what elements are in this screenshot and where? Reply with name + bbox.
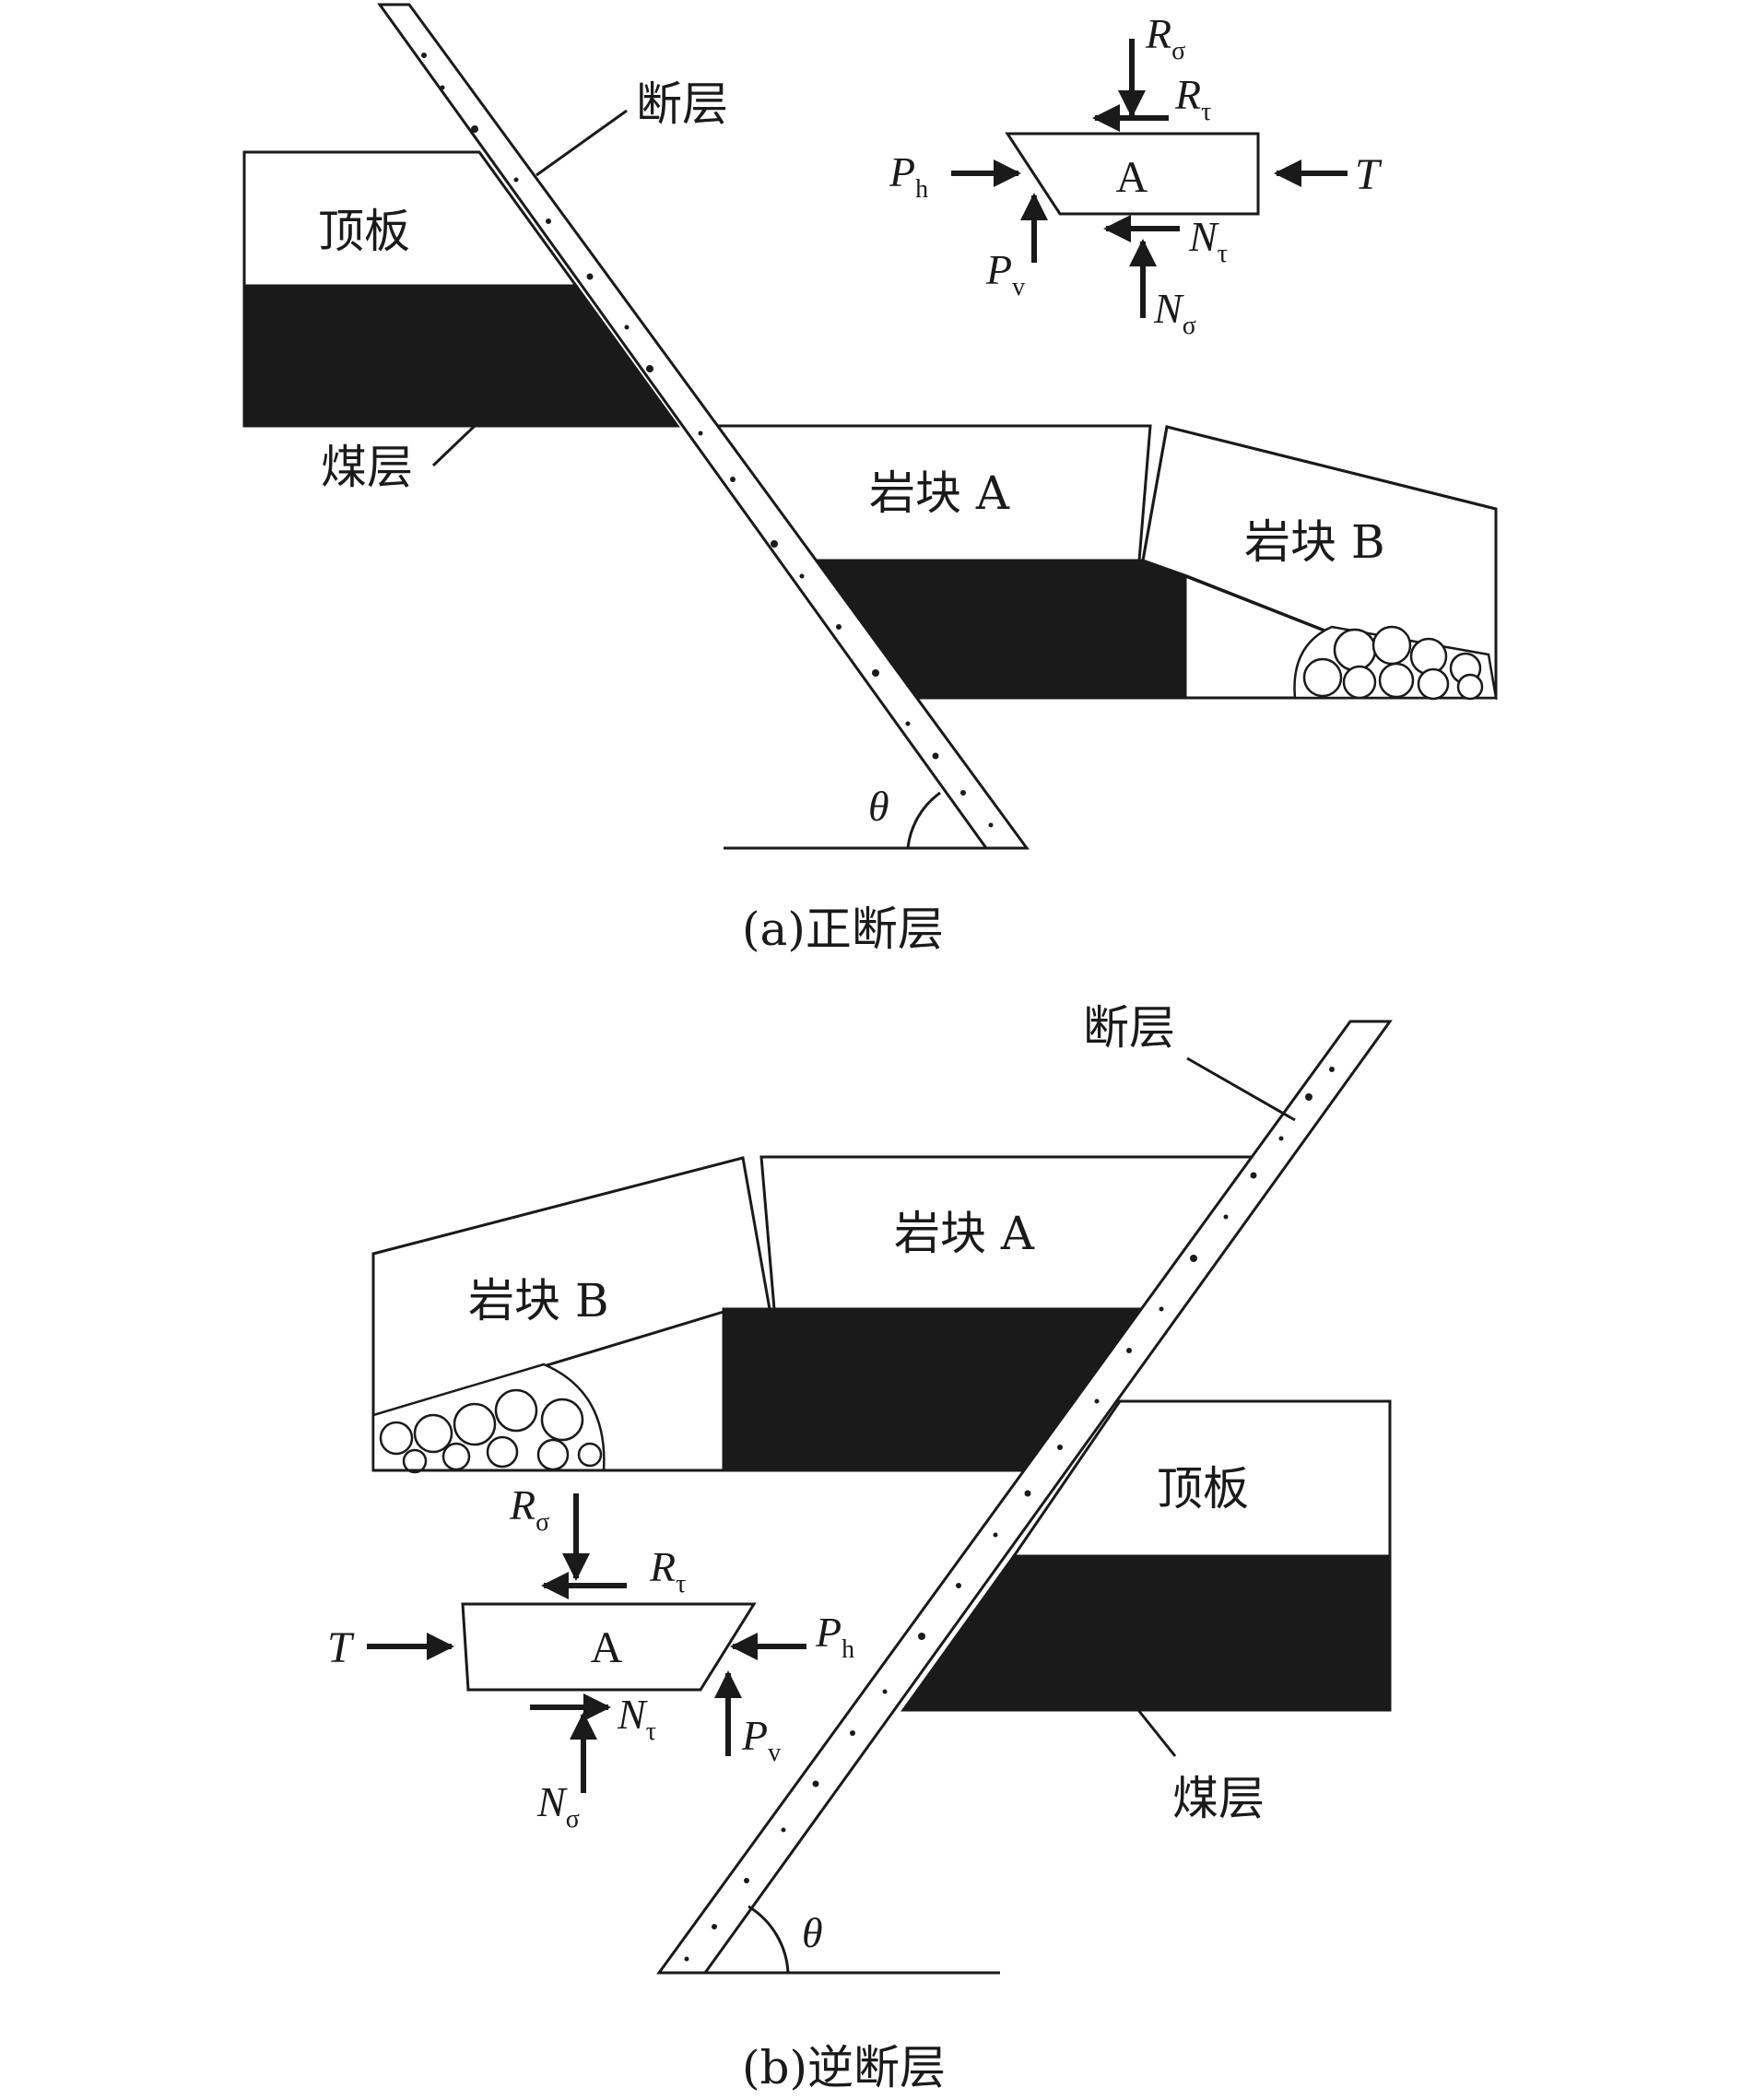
fault-gouge-dots-a <box>421 53 994 828</box>
block-a-label-b: 岩块 A <box>894 1207 1035 1260</box>
P-v-label-b: Pv <box>741 1712 781 1767</box>
panel-b-reverse-fault <box>367 1020 1393 1975</box>
roof-label-b: 顶板 <box>1157 1462 1249 1516</box>
fault-leader-b <box>1186 1056 1296 1122</box>
fault-label-b: 断层 <box>1083 1001 1175 1055</box>
coal-leader-a <box>431 424 477 467</box>
block-b-label-b: 岩块 B <box>468 1274 609 1327</box>
dip-angle-arc-b <box>747 1905 790 1974</box>
fault-leader-a <box>536 109 628 177</box>
R-sigma-label-b: Rσ <box>509 1481 549 1537</box>
fbd-block-label-a: A <box>1116 153 1148 202</box>
P-h-label-a: Ph <box>889 148 928 204</box>
theta-label-a: θ <box>868 783 889 830</box>
caved-rubble-a <box>1293 625 1498 701</box>
fault-label-a: 断层 <box>636 77 728 131</box>
panel-a-labels: 断层 顶板 煤层 岩块 A 岩块 B θ (a)正断层 A Rσ Rτ Ph P… <box>318 10 1385 956</box>
P-v-label-a: Pv <box>985 246 1025 301</box>
N-sigma-label-a: Nσ <box>1153 285 1196 340</box>
theta-label-b: θ <box>802 1909 823 1956</box>
block-a-label-a: 岩块 A <box>869 466 1010 520</box>
roof-label-a: 顶板 <box>318 205 410 258</box>
coal-label-b: 煤层 <box>1172 1772 1265 1825</box>
caption-a: (a)正断层 <box>742 903 944 956</box>
block-b-label-a: 岩块 B <box>1244 515 1385 569</box>
R-sigma-label-a: Rσ <box>1145 10 1185 65</box>
caption-b: (b)逆断层 <box>742 2041 946 2094</box>
N-tau-label-a: Nτ <box>1188 213 1228 268</box>
coal-seam-right-b <box>900 1554 1392 1712</box>
free-body-block-a <box>1005 132 1260 216</box>
panel-a-normal-fault <box>242 3 1498 850</box>
N-sigma-label-b: Nσ <box>536 1778 580 1834</box>
coal-label-a: 煤层 <box>321 441 413 494</box>
panel-b-labels: 断层 岩块 A 岩块 B 顶板 煤层 θ (b)逆断层 A Rσ Rτ T Ph… <box>327 1001 1265 2094</box>
R-tau-label-b: Rτ <box>649 1543 686 1599</box>
dip-angle-arc-a <box>906 791 941 849</box>
N-tau-label-b: Nτ <box>617 1691 656 1746</box>
caved-rubble-b <box>371 1363 606 1474</box>
fbd-block-label-b: A <box>591 1623 623 1672</box>
free-body-block-b <box>461 1602 757 1692</box>
coal-leader-b <box>1136 1709 1177 1757</box>
T-label-a: T <box>1355 150 1383 199</box>
R-tau-label-a: Rτ <box>1174 71 1211 126</box>
P-h-label-b: Ph <box>815 1609 854 1664</box>
T-label-b: T <box>327 1623 355 1672</box>
coal-seam-left <box>242 284 680 428</box>
fault-gouge-dots-b <box>684 1067 1335 1962</box>
